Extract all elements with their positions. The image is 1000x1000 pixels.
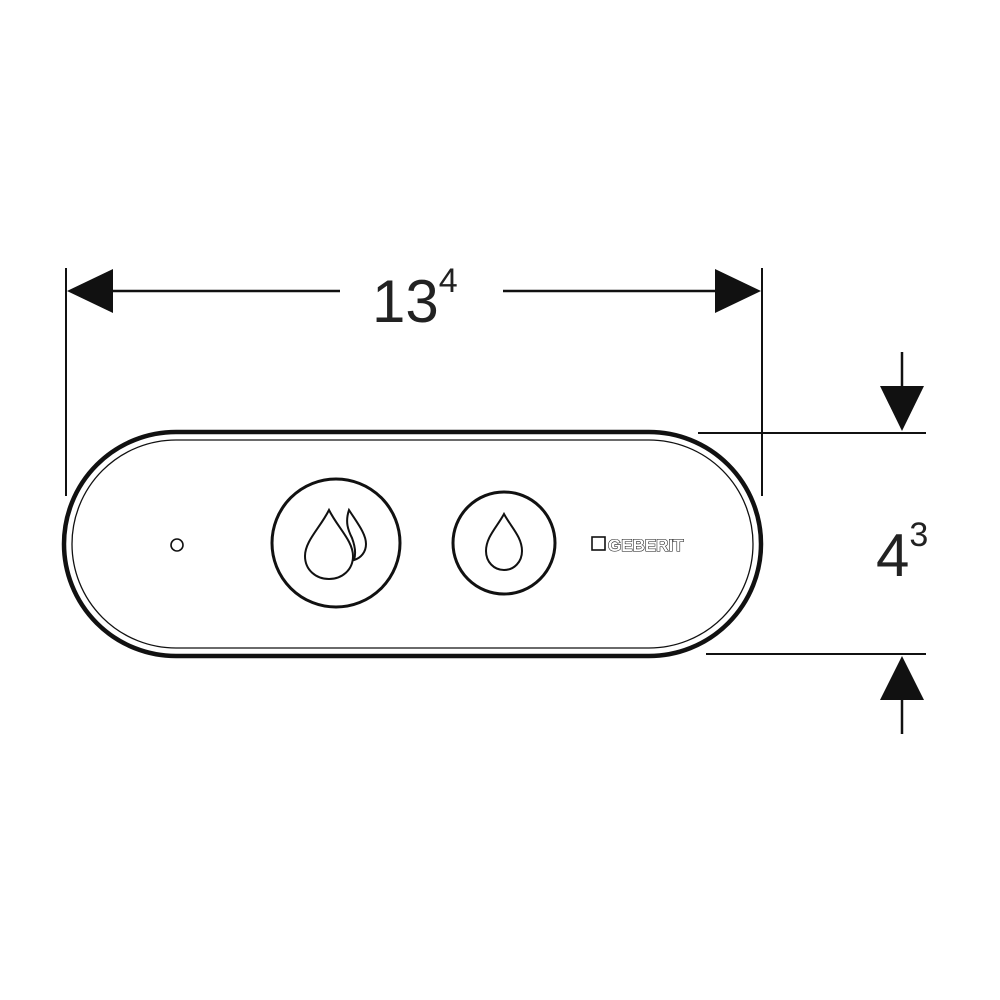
width-arrow-right: [715, 269, 761, 313]
width-arrow-left: [67, 269, 113, 313]
height-arrow-top: [880, 386, 924, 431]
width-value-exponent: 4: [439, 262, 458, 300]
double-water-drop-icon: [303, 507, 368, 581]
partial-flush-button[interactable]: [451, 490, 557, 596]
single-water-drop-icon: [484, 511, 524, 572]
width-value-base: 13: [372, 268, 439, 335]
height-value: 43: [876, 516, 928, 589]
width-value: 134: [372, 262, 458, 335]
brand-logo-square-icon: [591, 536, 606, 551]
height-arrow-bottom: [880, 656, 924, 700]
width-dimension: 134: [65, 262, 763, 496]
height-value-base: 4: [876, 522, 909, 589]
full-flush-button[interactable]: [270, 477, 402, 609]
plate-outline-inner: [71, 439, 754, 649]
indicator-light: [170, 538, 184, 552]
height-value-exponent: 3: [909, 516, 928, 554]
plate-outline-outer: [61, 429, 764, 659]
flush-plate: GEBERIT: [61, 429, 764, 659]
brand-name: GEBERIT: [608, 536, 684, 555]
brand-logo: GEBERIT: [591, 535, 685, 556]
height-dimension: 43: [698, 352, 928, 734]
